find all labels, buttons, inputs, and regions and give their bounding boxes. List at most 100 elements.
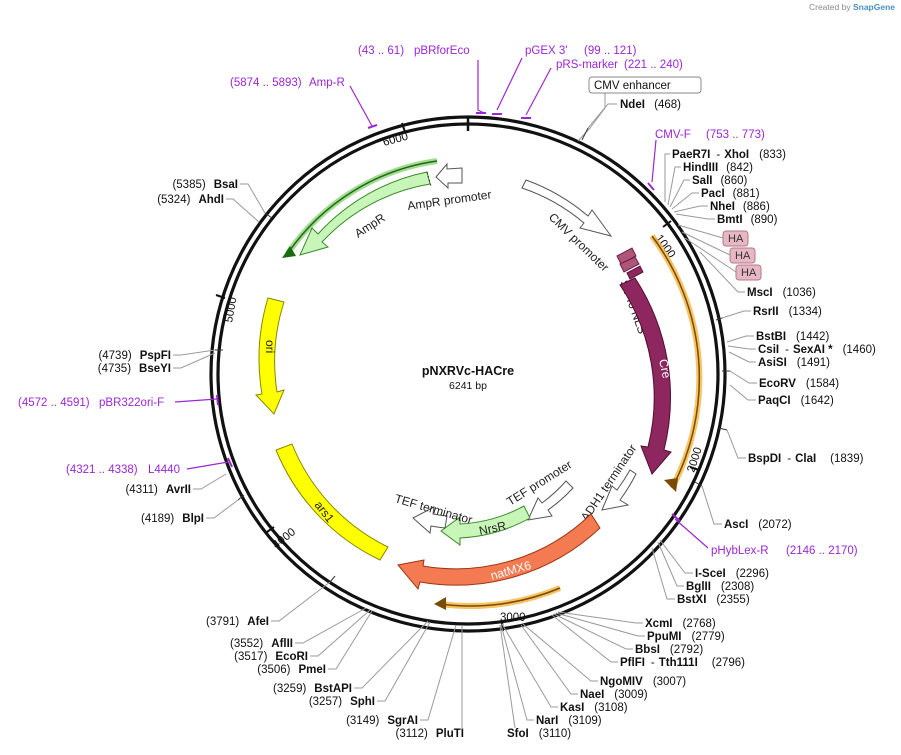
site-right-9-name: BstBI bbox=[756, 331, 786, 343]
site-left-7-name: AflII bbox=[271, 638, 293, 650]
site-label: PaeR7I-XhoI(833) bbox=[672, 149, 786, 161]
site-right-21-position: (2792) bbox=[670, 644, 703, 656]
site-right-1-position: (833) bbox=[759, 149, 786, 161]
site-avrii: (4311)AvrII bbox=[125, 473, 227, 496]
site-label: HindIII(842) bbox=[683, 162, 753, 174]
site-right-10-name-alt: SexAI * bbox=[793, 344, 833, 356]
tick-label-6000: 6000 bbox=[382, 131, 410, 149]
primer-amp-r-name: Amp-R bbox=[309, 77, 345, 89]
site-bmti: BmtI(890) bbox=[675, 213, 778, 226]
primer-pbrforeco-range: (43 .. 61) bbox=[358, 45, 404, 57]
site-right-10-name: CsiI bbox=[758, 344, 779, 356]
site-left-6-position: (3791) bbox=[206, 616, 239, 628]
site-right-26-name: NarI bbox=[536, 715, 558, 727]
site-label: (3791)AfeI bbox=[206, 616, 269, 628]
site-right-6-position: (890) bbox=[751, 214, 778, 226]
primer-pbr322ori-f-name: pBR322ori-F bbox=[99, 397, 164, 409]
cre-arrow bbox=[619, 277, 672, 475]
site-label: PflFI-Tth111I(2796) bbox=[620, 657, 745, 669]
site-label: BglII (2308) bbox=[686, 581, 754, 593]
site-label: BstXI(2355) bbox=[677, 594, 750, 606]
site-right-9-position: (1442) bbox=[796, 331, 829, 343]
site-nari: NarI(3109) bbox=[500, 624, 602, 727]
site-bseyi: (4735)BseYI bbox=[98, 352, 216, 375]
site-asisi: AsiSI(1491) bbox=[728, 351, 830, 369]
site-label: KasI(3108) bbox=[560, 702, 628, 714]
primer-phyblex-r: pHybLex-R (2146 .. 2170) bbox=[671, 513, 858, 557]
site-right-14-name-alt: ClaI bbox=[795, 453, 816, 465]
site-pflfi-tth111i: PflFI-Tth111I(2796) bbox=[551, 614, 745, 669]
nrsr-arrow bbox=[440, 505, 531, 546]
site-right-12-name: EcoRV bbox=[759, 378, 796, 390]
ampr-label: AmpR bbox=[352, 210, 388, 240]
site-label: (4189) BlpI bbox=[141, 513, 204, 525]
site-bglii: BglII (2308) bbox=[657, 541, 754, 593]
site-left-8-name: EcoRI bbox=[275, 651, 308, 663]
site-right-3-position: (860) bbox=[720, 175, 747, 187]
cut-site-marks bbox=[215, 127, 730, 583]
primer-amp-r: (5874 .. 5893) Amp-R bbox=[230, 77, 378, 129]
site-left-2-position: (4739) bbox=[98, 350, 131, 362]
site-right-0-name: NdeI bbox=[620, 99, 645, 111]
ha-tag-2-label: HA bbox=[735, 250, 751, 262]
site-right-4-position: (881) bbox=[733, 188, 760, 200]
primer-pgex3: pGEX 3' (99 .. 121) bbox=[492, 45, 637, 115]
site-right-1-name-alt: XhoI bbox=[724, 149, 749, 161]
site-label: (3517)EcoRI bbox=[234, 651, 308, 663]
ha-tag-2: HA bbox=[681, 231, 756, 264]
site-right-3-name: SalI bbox=[692, 175, 712, 187]
site-label: (4735)BseYI bbox=[98, 363, 171, 375]
site-right-13-name: PaqCI bbox=[758, 395, 791, 407]
site-label: AsiSI(1491) bbox=[758, 357, 830, 369]
site-left-2-name: PspFI bbox=[140, 350, 171, 362]
site-right-14-name: BspDI bbox=[748, 453, 781, 465]
nrsr-label: NrsR bbox=[478, 518, 508, 537]
site-label: BmtI(890) bbox=[717, 214, 778, 226]
site-label: (3552)AflII bbox=[230, 638, 293, 650]
site-left-5-position: (4189) bbox=[141, 513, 174, 525]
site-right-17-position: (2308) bbox=[721, 581, 754, 593]
primer-cmv-f-name: CMV-F bbox=[655, 129, 691, 141]
site-rsrii: RsrII(1334) bbox=[721, 306, 822, 319]
natmx6-orf-highlight bbox=[439, 585, 562, 609]
site-label: (3149)SgrAI bbox=[346, 715, 418, 727]
site-label: SalI (860) bbox=[692, 175, 747, 187]
site-bstapi: (3259)BstAPI bbox=[273, 620, 429, 695]
site-ndei: NdeI (468) bbox=[587, 99, 681, 129]
site-xcmi: XcmI(2768) bbox=[557, 611, 716, 630]
site-label: BspDI-ClaI(1839) bbox=[748, 453, 864, 465]
snapgene-watermark: Created by SnapGene bbox=[809, 2, 895, 12]
site-sgrai: (3149)SgrAI bbox=[346, 624, 457, 727]
ampr-arrow bbox=[299, 171, 431, 256]
site-right-2-position: (842) bbox=[726, 162, 753, 174]
site-right-25-position: (3108) bbox=[594, 702, 627, 714]
primer-phyblex-r-range: (2146 .. 2170) bbox=[786, 545, 858, 557]
site-right-27-name: SfoI bbox=[507, 728, 529, 740]
plasmid-size: 6241 bp bbox=[449, 380, 487, 392]
site-label: (3259)BstAPI bbox=[273, 683, 352, 695]
watermark-prefix: Created by bbox=[808, 2, 851, 12]
site-label: XcmI(2768) bbox=[645, 618, 716, 630]
tick-label-3000: 3000 bbox=[500, 612, 526, 624]
ori-label: ori bbox=[263, 340, 277, 353]
site-label: (5385)BsaI bbox=[172, 179, 238, 191]
site-label: PacI (881) bbox=[701, 188, 760, 200]
site-bsai: (5385)BsaI bbox=[172, 179, 266, 214]
site-blpi: (4189) BlpI bbox=[141, 499, 239, 525]
site-left-10-name: BstAPI bbox=[314, 683, 352, 695]
site-hindiii: HindIII(842) bbox=[667, 162, 753, 206]
cre-label: Cre bbox=[656, 358, 674, 380]
site-left-5-name: BlpI bbox=[182, 513, 204, 525]
site-left-13-name: PluTI bbox=[436, 728, 464, 740]
site-right-27-position: (3110) bbox=[539, 728, 572, 740]
site-pspfi: (4739) PspFI bbox=[98, 349, 216, 362]
primer-pgex3-name: pGEX 3' bbox=[525, 45, 567, 57]
primer-pbrforeco-name: pBRforEco bbox=[414, 45, 470, 57]
site-ngomiv: NgoMIV(3007) bbox=[522, 623, 686, 688]
site-right-5-name: NheI bbox=[710, 201, 735, 213]
site-right-17-name: BglII bbox=[686, 581, 711, 593]
site-right-4-name: PacI bbox=[701, 188, 725, 200]
site-right-7-name: MscI bbox=[747, 287, 773, 299]
site-i-scei: I-SceI(2296) bbox=[659, 539, 769, 580]
